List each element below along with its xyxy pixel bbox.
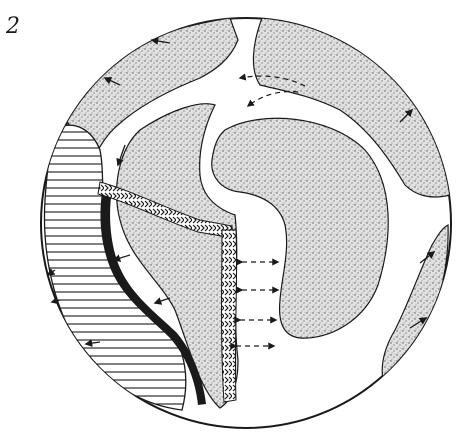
chevron-band-vertical — [222, 230, 237, 402]
